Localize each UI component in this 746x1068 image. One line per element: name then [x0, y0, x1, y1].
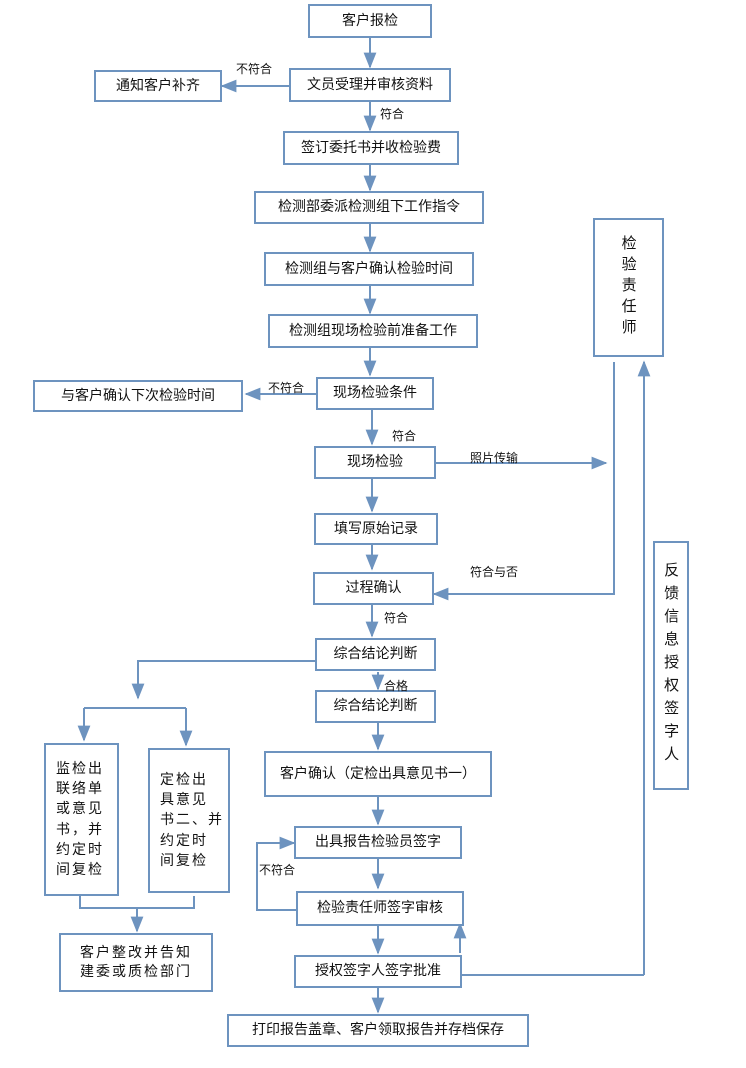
node-clerk-review: 文员受理并审核资料	[289, 68, 451, 102]
node-prepare-work: 检测组现场检验前准备工作	[268, 314, 478, 348]
node-print-report: 打印报告盖章、客户领取报告并存档保存	[227, 1014, 529, 1047]
node-periodic-opinion: 定检出 具意见 书二、并 约定时 间复检	[148, 748, 230, 893]
node-overall-judgement-2: 综合结论判断	[315, 690, 436, 723]
node-customer-inspection-request: 客户报检	[308, 4, 432, 38]
node-site-inspection: 现场检验	[314, 446, 436, 479]
node-original-record: 填写原始记录	[314, 513, 438, 545]
node-rectification: 客户整改并告知 建委或质检部门	[59, 933, 213, 992]
edge-n13-left-branch	[131, 660, 315, 700]
label-photo-transfer: 照片传输	[470, 451, 519, 465]
node-next-inspection-time: 与客户确认下次检验时间	[33, 380, 243, 412]
node-responsible-review: 检验责任师签字审核	[296, 891, 464, 926]
node-customer-confirmation: 客户确认（定检出具意见书一）	[264, 751, 492, 797]
node-dispatch-order: 检测部委派检测组下工作指令	[254, 191, 484, 224]
label-not-compliant-3: 不符合	[259, 863, 296, 877]
node-process-confirm: 过程确认	[313, 572, 434, 605]
node-confirm-time: 检测组与客户确认检验时间	[264, 252, 474, 286]
node-overall-judgement-1: 综合结论判断	[315, 638, 436, 671]
edge-n17-n16-reject	[256, 836, 296, 911]
node-site-conditions: 现场检验条件	[316, 377, 434, 410]
node-feedback-signatory: 反馈信息授权签字人	[653, 541, 689, 790]
label-not-compliant-2: 不符合	[268, 381, 305, 395]
label-compliant-2: 符合	[392, 429, 417, 443]
node-notify-customer: 通知客户补齐	[94, 70, 222, 102]
label-compliant-3: 符合	[384, 611, 409, 625]
node-responsible-engineer: 检验责任师	[593, 218, 664, 357]
label-not-compliant-1: 不符合	[236, 62, 273, 76]
label-compliant-1: 符合	[380, 107, 405, 121]
label-compliant-or-not: 符合与否	[470, 565, 519, 579]
edge-n20-n12	[432, 362, 615, 601]
node-supervision-contact: 监检出 联络单 或意见 书，并 约定时 间复检	[44, 743, 119, 896]
label-qualified: 合格	[384, 679, 409, 693]
node-authorized-approval: 授权签字人签字批准	[294, 955, 462, 988]
edge-n22-n23-merge	[79, 896, 195, 909]
node-inspector-sign: 出具报告检验员签字	[294, 826, 462, 859]
node-sign-commission: 签订委托书并收检验费	[283, 131, 459, 165]
